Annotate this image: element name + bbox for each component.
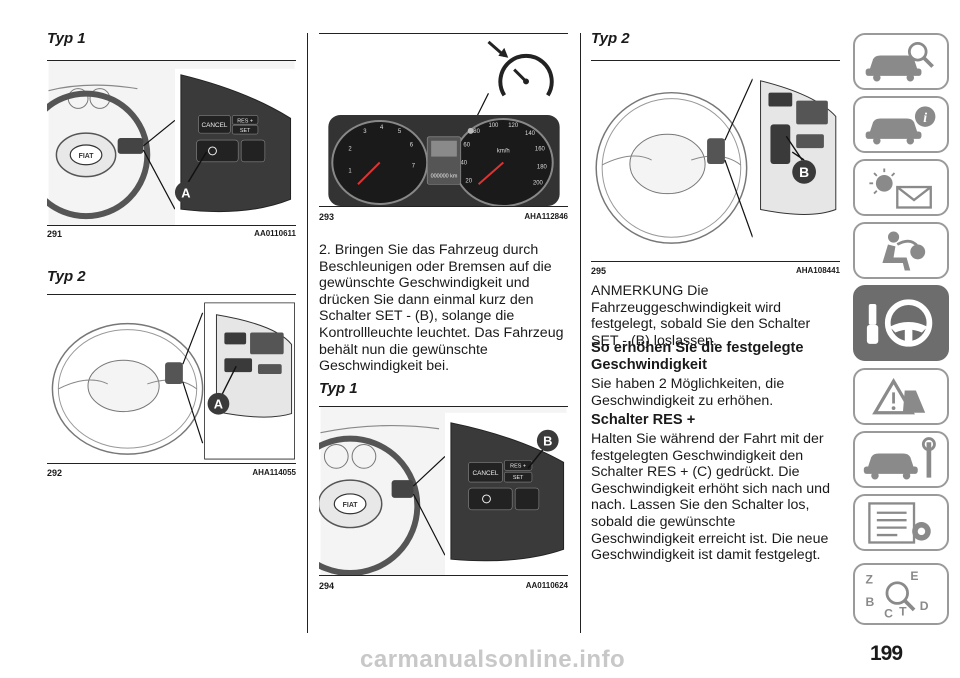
- svg-text:km/h: km/h: [497, 149, 510, 155]
- steering-wheel-illustration: A: [48, 295, 295, 463]
- svg-text:3: 3: [363, 129, 367, 135]
- svg-text:000000 km: 000000 km: [431, 173, 458, 179]
- steering-key-icon: [866, 299, 933, 347]
- svg-text:E: E: [910, 569, 918, 583]
- svg-text:CANCEL: CANCEL: [473, 470, 499, 477]
- svg-text:140: 140: [525, 131, 536, 137]
- note-paragraph: ANMERKUNG Die Fahrzeuggeschwindigkeit wi…: [591, 283, 811, 349]
- svg-text:T: T: [899, 605, 907, 619]
- figure-code: AA0110611: [254, 229, 296, 238]
- warning-lights-icon: [869, 168, 932, 209]
- svg-text:7: 7: [412, 163, 415, 169]
- svg-text:SET: SET: [513, 475, 524, 481]
- svg-text:180: 180: [537, 164, 548, 170]
- side-tab-warning-lights[interactable]: [853, 159, 949, 216]
- figure-295: B: [591, 60, 840, 262]
- figure-293: 1 2 3 4 5 6 7 20 40 60 80 100 120 140 160 180 200 km…: [319, 33, 568, 207]
- typ2-heading: Typ 2: [591, 30, 630, 47]
- section-title: So erhöhen Sie die festgelegte Geschwind…: [591, 340, 804, 373]
- spec-list-icon: [868, 502, 931, 544]
- steering-wheel-illustration: FIAT CANCEL RES + SET A: [47, 61, 295, 225]
- car-magnifier-icon: [865, 41, 934, 82]
- svg-text:CANCEL: CANCEL: [201, 122, 227, 129]
- figure-number: 294: [319, 581, 335, 591]
- figure-code: AHA112846: [524, 212, 568, 221]
- figure-code: AHA108441: [795, 266, 840, 275]
- svg-text:6: 6: [410, 143, 414, 149]
- svg-text:4: 4: [380, 125, 384, 131]
- callout-b: B: [799, 164, 809, 180]
- svg-text:SET: SET: [240, 128, 251, 134]
- side-tab-car-info[interactable]: i: [853, 96, 949, 153]
- steering-wheel-illustration: B: [592, 61, 839, 261]
- typ1-heading: Typ 1: [319, 380, 358, 397]
- res-paragraph: Halten Sie während der Fahrt mit der fes…: [591, 431, 830, 564]
- sub-title-res: Schalter RES +: [591, 412, 696, 428]
- side-tab-warning-triangle[interactable]: [853, 368, 949, 425]
- callout-b: B: [543, 434, 552, 449]
- side-tab-car-magnifier[interactable]: [853, 33, 949, 90]
- caption-295: 295 AHA108441: [591, 266, 840, 276]
- svg-text:1: 1: [348, 168, 351, 174]
- caption-292: 292 AHA114055: [47, 468, 296, 478]
- figure-291: FIAT CANCEL RES + SET A: [47, 60, 296, 226]
- fiat-logo: FIAT: [79, 153, 95, 160]
- svg-text:160: 160: [535, 147, 546, 153]
- caption-293: 293 AHA112846: [319, 212, 568, 222]
- figure-number: 293: [319, 212, 335, 222]
- callout-a: A: [181, 185, 190, 200]
- figure-code: AA0110624: [525, 581, 568, 590]
- column-divider: [307, 33, 308, 633]
- side-tab-spec-list[interactable]: [853, 494, 949, 551]
- section-intro: Sie haben 2 Möglichkeiten, die Geschwind…: [591, 376, 785, 409]
- instrument-cluster-illustration: 1 2 3 4 5 6 7 20 40 60 80 100 120 140 160 180 200 km…: [320, 34, 567, 206]
- side-tab-car-wrench[interactable]: [853, 431, 949, 488]
- caption-291: 291 AA0110611: [47, 229, 296, 239]
- callout-a: A: [214, 397, 223, 412]
- svg-text:20: 20: [465, 178, 472, 184]
- svg-text:5: 5: [398, 129, 402, 135]
- svg-text:D: D: [920, 599, 929, 613]
- fiat-logo: FIAT: [343, 502, 359, 509]
- side-tab-starting-driving[interactable]: [853, 285, 949, 361]
- typ2-heading: Typ 2: [47, 268, 86, 285]
- svg-text:200: 200: [533, 180, 544, 186]
- airbag-seat-icon: [882, 231, 926, 271]
- svg-text:B: B: [865, 595, 874, 609]
- figure-number: 295: [591, 266, 607, 276]
- side-tab-airbag-seat[interactable]: [853, 222, 949, 279]
- car-wrench-icon: [863, 437, 936, 480]
- figure-number: 291: [47, 229, 63, 239]
- svg-text:C: C: [884, 606, 893, 620]
- warning-triangle-icon: [872, 377, 926, 415]
- page-number: 199: [870, 642, 903, 665]
- svg-text:120: 120: [508, 123, 519, 129]
- svg-text:2: 2: [348, 147, 351, 153]
- figure-number: 292: [47, 468, 63, 478]
- svg-text:RES +: RES +: [237, 118, 253, 124]
- svg-text:100: 100: [488, 123, 499, 129]
- caption-294: 294 AA0110624: [319, 581, 568, 591]
- svg-text:60: 60: [463, 143, 470, 149]
- svg-text:RES +: RES +: [510, 463, 526, 469]
- svg-text:i: i: [923, 111, 927, 126]
- svg-text:80: 80: [473, 129, 480, 135]
- svg-text:Z: Z: [865, 573, 873, 587]
- car-info-icon: i: [865, 106, 936, 145]
- watermark: carmanualsonline.info: [360, 646, 626, 673]
- typ1-heading: Typ 1: [47, 30, 86, 47]
- figure-294: FIAT CANCEL RES + SET B: [319, 406, 568, 576]
- steering-wheel-illustration: FIAT CANCEL RES + SET B: [319, 407, 567, 575]
- figure-292: A: [47, 294, 296, 464]
- svg-text:40: 40: [460, 160, 467, 166]
- column-divider: [580, 33, 581, 633]
- step-2-paragraph: 2. Bringen Sie das Fahrzeug durch Beschl…: [319, 242, 564, 375]
- figure-code: AHA114055: [252, 468, 296, 477]
